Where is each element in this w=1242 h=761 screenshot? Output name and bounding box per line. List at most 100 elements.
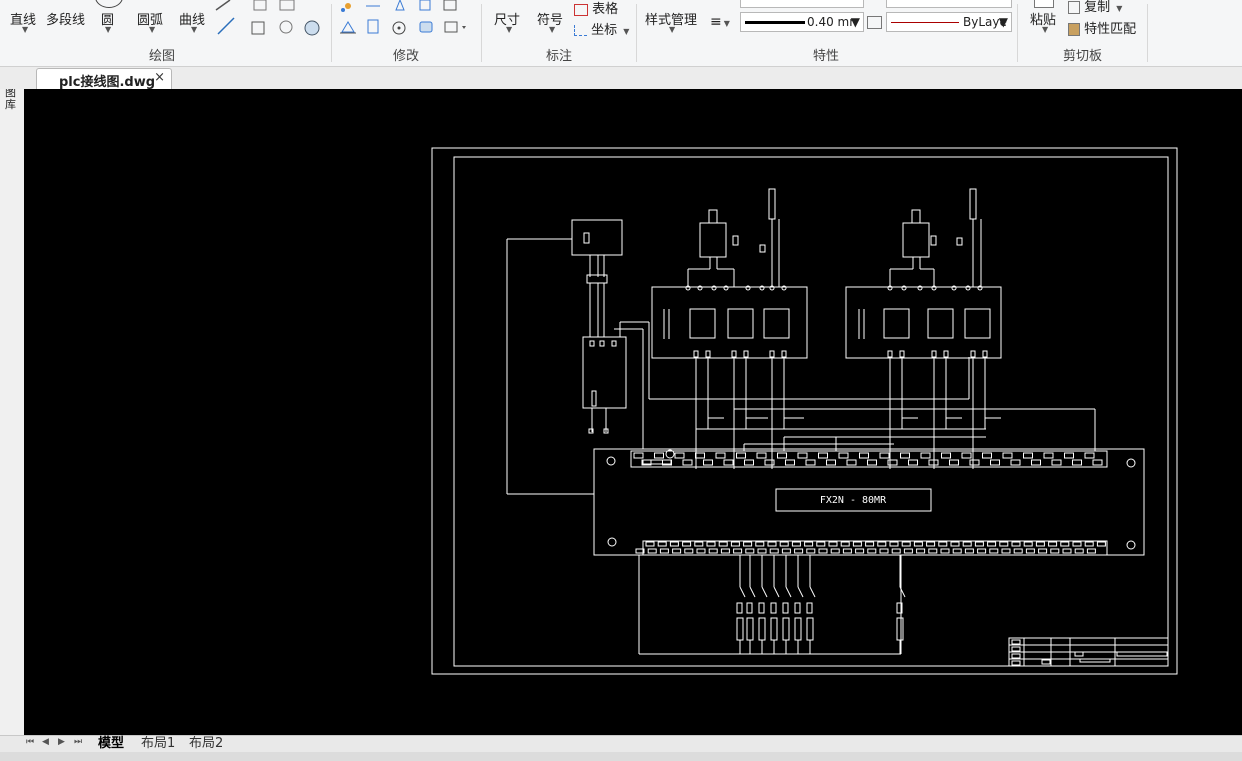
group-separator bbox=[1147, 4, 1148, 62]
terminal bbox=[805, 459, 816, 466]
construction-line-icon bbox=[215, 0, 231, 11]
plc-wiring-drawing[interactable]: FX2N - 80MR bbox=[24, 89, 1242, 735]
driver-output-terminal bbox=[970, 350, 976, 358]
next-layout-icon[interactable]: ▶ bbox=[58, 737, 65, 747]
copy-button[interactable]: 复制 ▼ bbox=[1068, 0, 1122, 15]
relay-switch bbox=[899, 586, 906, 598]
terminal bbox=[1086, 548, 1096, 554]
symbol-label: 符号 bbox=[537, 13, 564, 28]
terminal bbox=[816, 541, 826, 547]
document-tab[interactable]: plc接线图.dwg × bbox=[36, 68, 172, 90]
properties-group-label: 特性 bbox=[813, 49, 840, 64]
chevron-down-icon: ▼ bbox=[1116, 4, 1123, 13]
terminal bbox=[1051, 459, 1062, 466]
curve-tool-label: 曲线 bbox=[179, 13, 206, 28]
terminal bbox=[969, 459, 980, 466]
curve-tool-button[interactable]: 曲线 ▼ bbox=[179, 9, 206, 34]
terminal bbox=[708, 548, 718, 554]
lineweight-list-icon: ≡ bbox=[710, 14, 722, 30]
title-block bbox=[1008, 637, 1169, 667]
array-icon bbox=[443, 0, 457, 11]
arc-tool-button[interactable]: 圆弧 ▼ bbox=[137, 9, 163, 34]
line-tool-button[interactable]: 直线 ▼ bbox=[10, 9, 36, 34]
terminal bbox=[926, 541, 936, 547]
terminal bbox=[920, 452, 931, 459]
symbol-button[interactable]: 符号 ▼ bbox=[537, 9, 564, 34]
terminal bbox=[736, 452, 746, 459]
relay-switch bbox=[809, 586, 816, 598]
relay-switch bbox=[797, 586, 804, 598]
terminal bbox=[962, 541, 972, 547]
coordinate-button[interactable]: 坐标 ▼ bbox=[574, 19, 629, 38]
chevron-down-icon: ▼ bbox=[723, 19, 730, 28]
driver-output-terminal bbox=[943, 350, 949, 358]
relay-contact bbox=[896, 602, 903, 614]
driver-terminal bbox=[965, 285, 971, 291]
tab-layout1[interactable]: 布局1 bbox=[141, 736, 176, 751]
color-select[interactable] bbox=[886, 0, 1012, 8]
group-separator bbox=[331, 4, 332, 62]
terminal bbox=[1074, 548, 1084, 554]
terminal bbox=[804, 541, 814, 547]
terminal bbox=[999, 541, 1009, 547]
terminal bbox=[743, 541, 753, 547]
style-manager-button[interactable]: 样式管理 ▼ bbox=[645, 9, 697, 34]
drawing-canvas[interactable]: FX2N - 80MR bbox=[24, 89, 1242, 735]
circle-tool-button[interactable]: 圆 ▼ bbox=[101, 9, 115, 34]
table-button[interactable]: 表格 bbox=[574, 0, 618, 17]
terminal bbox=[682, 459, 693, 466]
terminal bbox=[830, 548, 840, 554]
lineweight-select[interactable]: 0.40 mn ▼ bbox=[740, 12, 864, 32]
match-properties-button[interactable]: 特性匹配 bbox=[1068, 18, 1136, 37]
terminal bbox=[846, 459, 857, 466]
library-panel-label[interactable]: 图库 bbox=[5, 86, 16, 111]
terminal bbox=[867, 548, 877, 554]
terminal bbox=[720, 548, 730, 554]
terminal bbox=[1064, 452, 1074, 459]
linetype-select[interactable] bbox=[740, 0, 864, 8]
terminal bbox=[1002, 452, 1013, 459]
signal-wiring bbox=[696, 408, 1096, 451]
copy-icon bbox=[1068, 1, 1080, 14]
terminal bbox=[818, 548, 828, 554]
terminal bbox=[659, 548, 669, 554]
modify-icons[interactable] bbox=[338, 0, 478, 42]
relay-coil bbox=[782, 617, 790, 641]
circle-tool-label: 圆 bbox=[101, 13, 115, 28]
terminal bbox=[635, 548, 645, 554]
terminal bbox=[633, 452, 644, 459]
terminal bbox=[940, 548, 950, 554]
terminal bbox=[818, 452, 828, 459]
polyline-tool-button[interactable]: 多段线 bbox=[46, 9, 85, 28]
offset-icon bbox=[340, 21, 356, 34]
ribbon: 直线 ▼ 多段线 圆 ▼ 圆弧 ▼ 曲线 ▼ 绘图 修 bbox=[0, 0, 1242, 67]
terminal bbox=[838, 452, 849, 459]
terminal bbox=[674, 452, 685, 459]
draw-small-icons[interactable] bbox=[212, 0, 322, 42]
terminal bbox=[645, 541, 655, 547]
tab-model[interactable]: 模型 bbox=[98, 736, 125, 751]
terminal bbox=[913, 541, 923, 547]
first-layout-icon[interactable]: ⏮ bbox=[26, 737, 35, 747]
dimension-button[interactable]: 尺寸 ▼ bbox=[494, 9, 520, 34]
tab-layout2[interactable]: 布局2 bbox=[189, 736, 224, 751]
terminal bbox=[903, 548, 913, 554]
prev-layout-icon[interactable]: ◀ bbox=[42, 737, 49, 747]
last-layout-icon[interactable]: ⏭ bbox=[74, 737, 83, 747]
copy-icon bbox=[419, 0, 431, 11]
terminal bbox=[982, 452, 992, 459]
terminal bbox=[949, 459, 959, 466]
close-icon[interactable]: × bbox=[154, 70, 165, 85]
relay-switch bbox=[739, 586, 746, 598]
terminal bbox=[723, 459, 734, 466]
paste-button[interactable]: 粘贴 ▼ bbox=[1030, 9, 1056, 34]
terminal bbox=[654, 452, 664, 459]
lineweight-dropdown-toggle[interactable]: ≡▼ bbox=[710, 14, 730, 30]
terminal bbox=[964, 548, 974, 554]
terminal bbox=[706, 541, 716, 547]
layer-color-select[interactable]: ByLaye ▼ bbox=[886, 12, 1012, 32]
terminal bbox=[928, 548, 938, 554]
terminal bbox=[764, 459, 775, 466]
terminal bbox=[672, 548, 682, 554]
hatch-icon bbox=[279, 20, 293, 34]
